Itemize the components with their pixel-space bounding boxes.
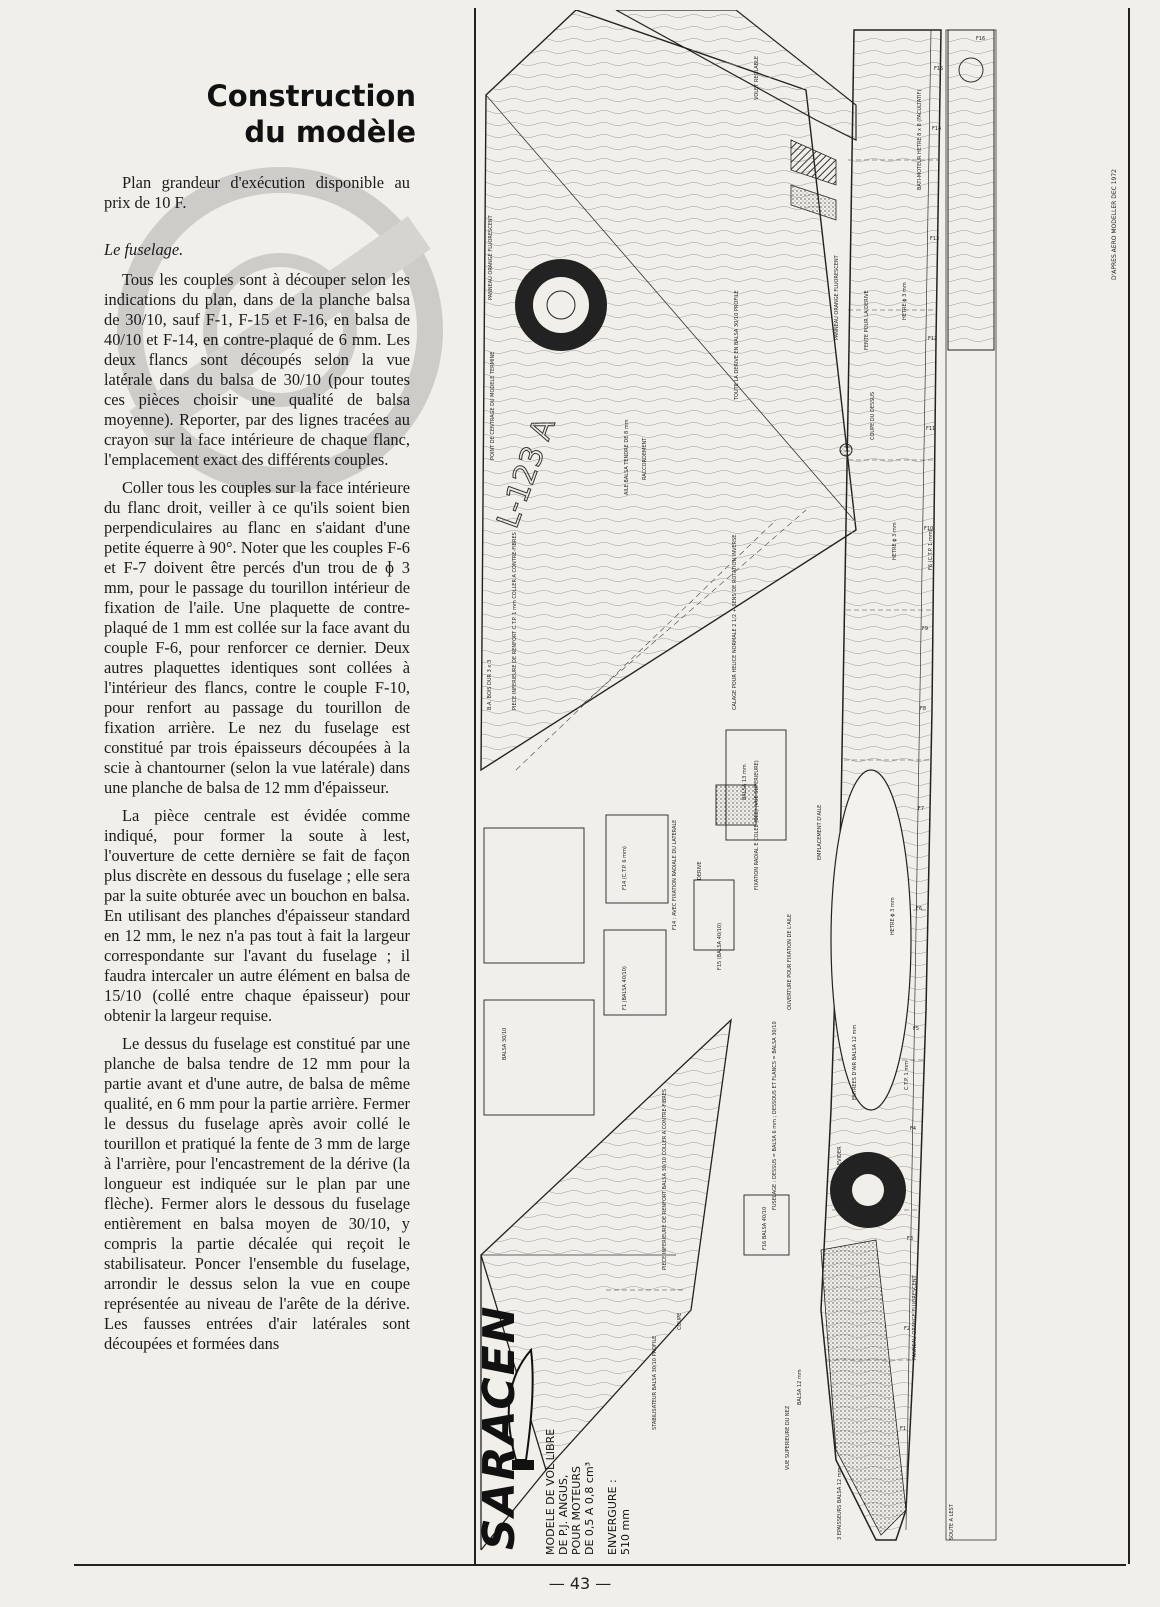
former-label: F13 bbox=[930, 236, 939, 242]
label-ba: B.A. BOIS DUR 3 x 3 bbox=[487, 660, 493, 710]
label-f14-radial: F14 : AVEC FIXATION RADIALE DU LATERALE bbox=[672, 820, 678, 930]
paragraph: La pièce centrale est évidée comme indiq… bbox=[104, 806, 410, 1025]
label-f14-ctp: F14 (C.T.P. 6 mm) bbox=[622, 846, 628, 890]
fin-outline bbox=[615, 10, 857, 221]
former-label: F11 bbox=[926, 426, 935, 432]
label-f16-balsa: F16 BALSA 40/10 bbox=[762, 1207, 768, 1250]
label-piece-inferieure: PIECE INFERIEURE DE RENFORT C.T.P. 1 mm … bbox=[512, 532, 518, 710]
former-label: F6 bbox=[916, 906, 922, 912]
former-label: F10 bbox=[924, 526, 933, 532]
label-emplacement: EMPLACEMENT D'AILE bbox=[817, 805, 823, 860]
former-parts bbox=[483, 729, 790, 1256]
label-f1-balsa: F1 (BALSA 40/10) bbox=[622, 966, 628, 1010]
title-line-2: du modèle bbox=[244, 115, 416, 149]
legend-line: MODELE DE VOL LIBRE bbox=[544, 1429, 557, 1555]
plan-frame bbox=[474, 8, 1130, 1564]
label-derive: DERIVE bbox=[697, 861, 703, 880]
label-f15-balsa: F15 (BALSA 40/10) bbox=[717, 923, 723, 970]
former-label: F5 bbox=[913, 1026, 919, 1032]
title-line-1: Construction bbox=[206, 79, 417, 113]
former-label: F9 bbox=[922, 626, 928, 632]
model-name: SARACEN bbox=[476, 1305, 525, 1551]
wing-planform bbox=[480, 10, 857, 772]
label-aile-balsa: AILE BALSA TENDRE DE 8 mm bbox=[624, 419, 630, 495]
label-stabilisateur: STABILISATEUR BALSA 30/10 PROFILE bbox=[652, 1336, 658, 1430]
former-label: F16 bbox=[976, 36, 985, 42]
label-panneau: PANNEAU ORANGE FLUORESCENT bbox=[912, 1274, 918, 1360]
legend-line: DE 0,5 A 0,8 cm³ bbox=[583, 1462, 596, 1555]
label-fixation-radiale: FIXATION RADIAL E COLEE (BEE) (VUE SUPER… bbox=[754, 760, 760, 890]
label-fente: FENTE POUR LA DERIVE bbox=[864, 290, 870, 350]
label-piece-inferieure-2: PIECE INFERIEURE DE RENFORT BALSA 30/10 … bbox=[662, 1089, 668, 1270]
nose-top-view bbox=[945, 29, 997, 1541]
paragraph: Tous les couples sont à découper selon l… bbox=[104, 270, 410, 469]
fuselage-side-view bbox=[820, 29, 942, 1541]
label-volet: VOLET REGLABLE bbox=[754, 56, 760, 100]
label-ouverture: OUVERTURE POUR FIXATION DE L'AILE bbox=[787, 914, 793, 1010]
former-labels: F1 F2 F3 F4 F5 F6 F7 F8 F9 F10 F11 F12 F… bbox=[900, 36, 985, 1432]
page-number: — 43 — bbox=[548, 1574, 612, 1593]
former-label: F8 bbox=[920, 706, 926, 712]
former-label: F15 bbox=[934, 66, 943, 72]
label-centrage: POINT DE CENTRAGE DU MODELE TERMINE bbox=[490, 352, 496, 460]
label-balsa12: BALSA 12 mm bbox=[797, 1369, 803, 1405]
former-label: F3 bbox=[907, 1236, 913, 1242]
label-entrees: ENTREES D'AIR BALSA 12 mm bbox=[852, 1025, 858, 1100]
saracen-plan-drawing: SARACEN MODELE DE VOL LIBRE DE P.J. ANGU… bbox=[476, 10, 1118, 1555]
paragraph: Coller tous les couples sur la face inté… bbox=[104, 478, 410, 797]
label-ctp: C.T.P. 1 mm bbox=[904, 1061, 910, 1090]
label-hetre: HETRE ɸ 3 mm bbox=[892, 522, 898, 560]
label-soute: SOUTE A LEST bbox=[949, 1503, 955, 1540]
label-vue-sup: VUE SUPERIEURE DU NEZ bbox=[785, 1405, 791, 1470]
former-label: F7 bbox=[918, 806, 924, 812]
label-derive-balsa: TOUTE LA DERIVE EN BALSA 30/10 PROFILE bbox=[734, 290, 740, 401]
label-raccordement: RACCORDEMENT bbox=[642, 437, 648, 480]
span-label: ENVERGURE : bbox=[606, 1479, 619, 1555]
label-ctp-f7: F6 (C.T.P. 1 mm) bbox=[928, 529, 934, 570]
label-calage: CALAGE POUR HELICE NORMALE 2 1/2 + SENS … bbox=[732, 535, 738, 710]
label-hetre: HETRE ɸ 3 mm bbox=[902, 282, 908, 320]
label-bati: BATI-MOTEUR HETRE 8 x 8 (FACULTATIF) bbox=[917, 90, 923, 190]
dagger-icon bbox=[507, 1347, 534, 1470]
plan-credit: D'APRES AERO MODELLER DEC 1972 bbox=[1111, 169, 1118, 280]
section-heading: Le fuselage. bbox=[104, 240, 184, 259]
span-value: 510 mm bbox=[619, 1509, 632, 1555]
article-body: Le fuselage. Tous les couples sont à déc… bbox=[104, 240, 410, 1362]
label-fuselage-note: FUSELAGE : DESSUS = BALSA 6 mm ; DESSOUS… bbox=[772, 1021, 778, 1210]
former-label: F12 bbox=[928, 336, 937, 342]
label-balsa-13: BALSA 13 mm bbox=[742, 764, 748, 800]
label-evider: EVIDER bbox=[837, 1146, 843, 1165]
label-coupe: COUPE bbox=[677, 1313, 683, 1330]
former-label: F14 bbox=[932, 126, 941, 132]
paragraph: Le dessus du fuselage est constitué par … bbox=[104, 1034, 410, 1353]
label-balsa-30: BALSA 30/10 bbox=[502, 1028, 508, 1060]
legend-line: DE P.J. ANGUS, bbox=[557, 1475, 570, 1555]
plan-legend: MODELE DE VOL LIBRE DE P.J. ANGUS, POUR … bbox=[544, 1429, 632, 1555]
intro-block: Plan grandeur d'exécution disponible au … bbox=[104, 173, 410, 221]
article-title: Construction du modèle bbox=[110, 78, 417, 150]
page-frame bbox=[74, 8, 1126, 1566]
label-hetre: HETRE ɸ 3 mm bbox=[890, 897, 896, 935]
intro-text: Plan grandeur d'exécution disponible au … bbox=[104, 173, 410, 212]
label-epaisseurs: 3 EPAISSEURS BALSA 12 mm bbox=[837, 1467, 843, 1540]
label-panneau: PANNEAU ORANGE FLUORESCENT bbox=[488, 214, 494, 300]
former-label: F2 bbox=[904, 1326, 910, 1332]
former-label: F4 bbox=[910, 1126, 916, 1132]
label-coupe-dessus: COUPE DU DESSUS bbox=[870, 392, 876, 440]
legend-line: POUR MOTEURS bbox=[570, 1466, 583, 1555]
label-panneau: PANNEAU ORANGE FLUORESCENT bbox=[834, 254, 840, 340]
former-label: F1 bbox=[900, 1426, 906, 1432]
